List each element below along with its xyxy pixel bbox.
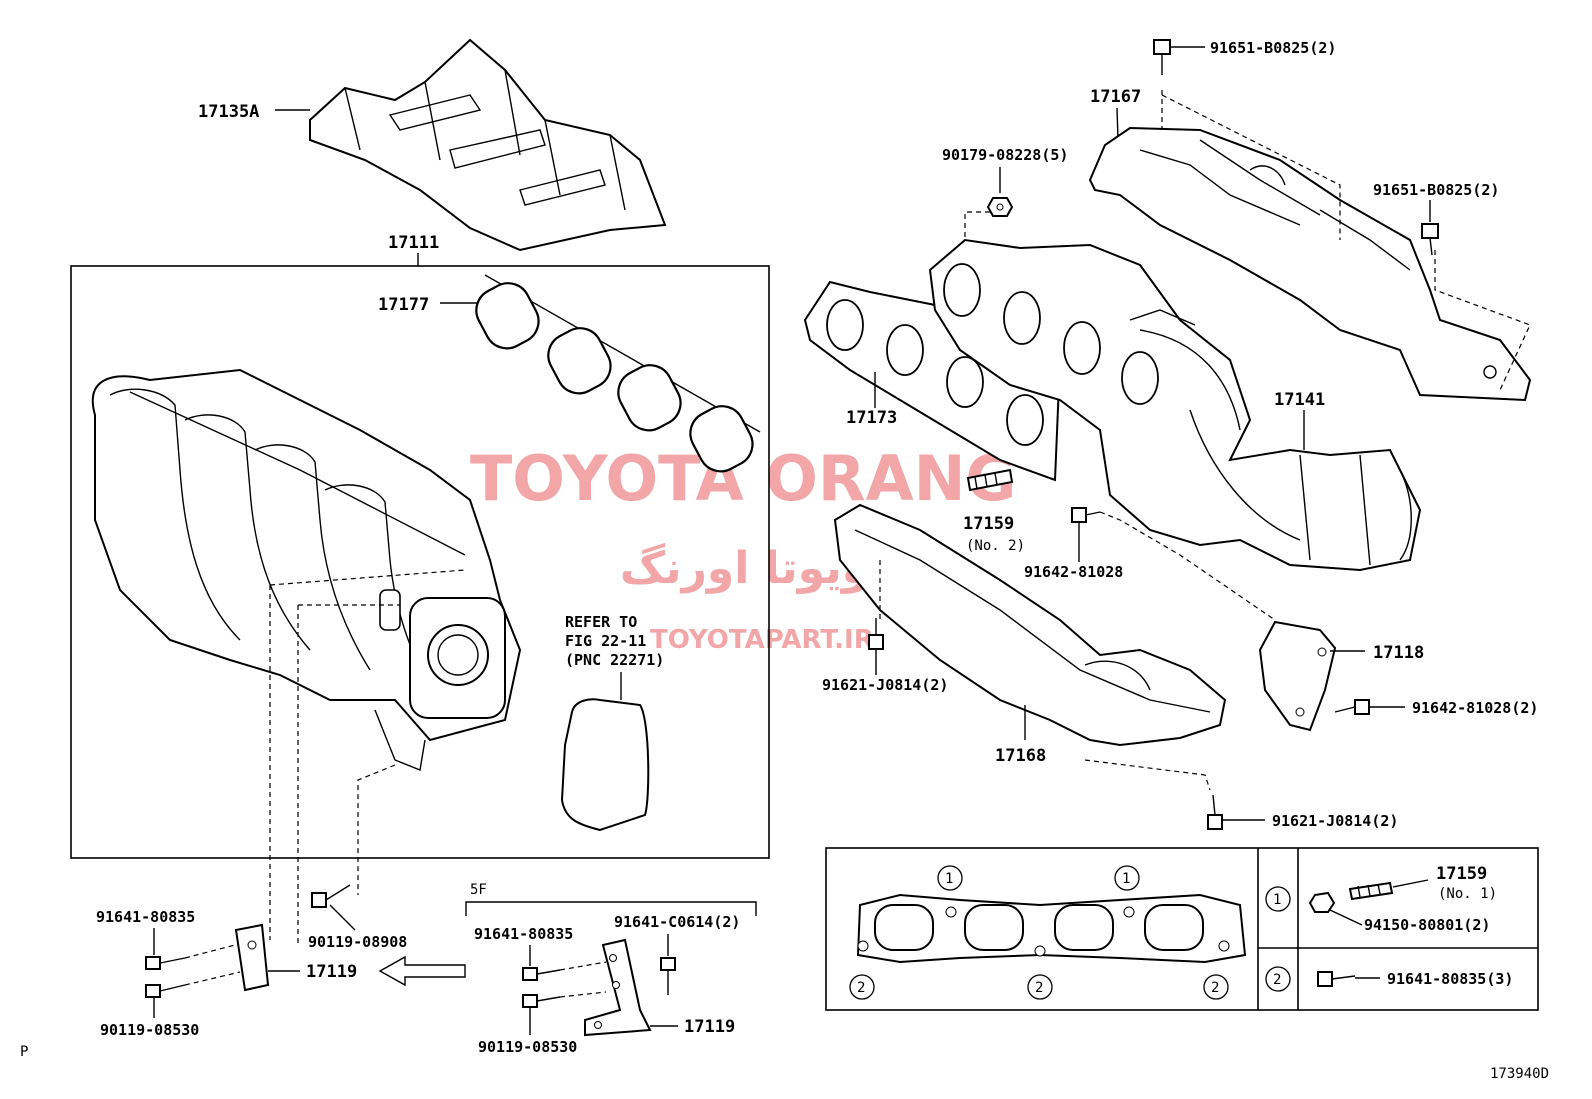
bracket-17119-left[interactable] bbox=[234, 923, 270, 992]
bolt-91641-80835-center[interactable] bbox=[522, 967, 561, 981]
leader-94150 bbox=[1329, 909, 1363, 926]
bracket-17119-center[interactable] bbox=[584, 938, 652, 1037]
label-17119-center[interactable]: 17119 bbox=[684, 1017, 735, 1037]
dash-bracket-center bbox=[559, 961, 607, 998]
engine-cover-17135a[interactable] bbox=[309, 38, 667, 252]
exhaust-manifold-17141[interactable] bbox=[928, 238, 1422, 572]
refer-line-2[interactable]: FIG 22-11 bbox=[565, 632, 646, 650]
leader-17159-no1 bbox=[1392, 879, 1429, 888]
intake-manifold-body[interactable] bbox=[91, 368, 522, 771]
label-91651-b0825-right[interactable]: 91651-B0825(2) bbox=[1373, 181, 1499, 199]
legend-marker-2c: 2 bbox=[1203, 974, 1229, 1000]
label-17135a[interactable]: 17135A bbox=[198, 102, 259, 122]
label-17159-no2-note[interactable]: (No. 2) bbox=[966, 538, 1025, 554]
legend-label-17159[interactable]: 17159 bbox=[1436, 864, 1487, 884]
bolt-91641-80835-left[interactable] bbox=[145, 956, 186, 970]
bolt-91641-c0614[interactable] bbox=[660, 957, 676, 995]
legend-gasket-outline bbox=[856, 893, 1247, 964]
legend-marker-2b: 2 bbox=[1027, 974, 1053, 1000]
legend-row1-marker: 1 bbox=[1265, 886, 1291, 912]
exhaust-insulator-17168[interactable] bbox=[833, 503, 1227, 747]
bolt-90119-08530-left[interactable] bbox=[145, 984, 186, 998]
legend-bolt-91641[interactable] bbox=[1317, 971, 1356, 987]
svg-text:2: 2 bbox=[1035, 980, 1043, 996]
bolt-91642-81028-a[interactable] bbox=[1071, 507, 1101, 523]
label-90119-08530-center[interactable]: 90119-08530 bbox=[478, 1038, 577, 1056]
exhaust-heat-insulator-17167[interactable] bbox=[1088, 126, 1532, 402]
bolt-91642-81028-b[interactable] bbox=[1334, 699, 1370, 715]
stud-17159-no2[interactable] bbox=[966, 468, 1014, 492]
label-91651-b0825-top[interactable]: 91651-B0825(2) bbox=[1210, 39, 1336, 57]
refer-line-3[interactable]: (PNC 22271) bbox=[565, 651, 664, 669]
label-91621-j0814-b[interactable]: 91621-J0814(2) bbox=[1272, 812, 1398, 830]
label-17177[interactable]: 17177 bbox=[378, 295, 429, 315]
dash-bracket-left bbox=[184, 944, 241, 986]
watermark-site: TOYOTAPART.IR bbox=[650, 625, 874, 655]
bolt-90119-08530-center[interactable] bbox=[522, 994, 561, 1008]
dash-17118 bbox=[1099, 511, 1276, 621]
legend-row2-marker: 2 bbox=[1265, 966, 1291, 992]
bolt-91651-b0825-top[interactable] bbox=[1153, 39, 1171, 75]
bolt-90119-08908[interactable] bbox=[311, 884, 351, 908]
legend-label-91641-80835[interactable]: 91641-80835(3) bbox=[1387, 970, 1513, 988]
bolt-91621-j0814-b[interactable] bbox=[1207, 794, 1223, 830]
leader-90119-08908 bbox=[329, 904, 356, 931]
legend-label-17159-note[interactable]: (No. 1) bbox=[1438, 886, 1497, 902]
label-91642-81028-b[interactable]: 91642-81028(2) bbox=[1412, 699, 1538, 717]
refer-line-1[interactable]: REFER TO bbox=[565, 613, 637, 631]
leader-17167 bbox=[1116, 107, 1119, 141]
figure-code: 173940D bbox=[1490, 1066, 1549, 1082]
label-5f[interactable]: 5F bbox=[470, 882, 487, 898]
label-91642-81028-a[interactable]: 91642-81028 bbox=[1024, 563, 1123, 581]
dash-insulator bbox=[1161, 90, 1531, 391]
label-90119-08530-left[interactable]: 90119-08530 bbox=[100, 1021, 199, 1039]
label-91621-j0814-a[interactable]: 91621-J0814(2) bbox=[822, 676, 948, 694]
intake-manifold-group-box bbox=[70, 265, 770, 859]
svg-text:2: 2 bbox=[1211, 980, 1219, 996]
label-17168[interactable]: 17168 bbox=[995, 746, 1046, 766]
label-17141[interactable]: 17141 bbox=[1274, 390, 1325, 410]
label-17173[interactable]: 17173 bbox=[846, 408, 897, 428]
bracket-5f-line bbox=[465, 901, 757, 916]
label-17167[interactable]: 17167 bbox=[1090, 87, 1141, 107]
bracket-17118[interactable] bbox=[1258, 620, 1337, 732]
label-91641-80835-left[interactable]: 91641-80835 bbox=[96, 908, 195, 926]
dash-17168 bbox=[879, 560, 1211, 791]
label-17111[interactable]: 17111 bbox=[388, 233, 439, 253]
bolt-91651-b0825-right[interactable] bbox=[1421, 223, 1439, 256]
intake-gasket-17177[interactable] bbox=[469, 274, 761, 479]
label-90179-08228[interactable]: 90179-08228(5) bbox=[942, 146, 1068, 164]
label-17159-no2[interactable]: 17159 bbox=[963, 514, 1014, 534]
dash-nut bbox=[964, 211, 990, 240]
arrow-left-icon bbox=[378, 955, 466, 987]
legend-label-94150-80801[interactable]: 94150-80801(2) bbox=[1364, 916, 1490, 934]
label-17119-left[interactable]: 17119 bbox=[306, 962, 357, 982]
svg-text:2: 2 bbox=[1273, 972, 1281, 988]
svg-text:1: 1 bbox=[945, 871, 953, 887]
svg-text:1: 1 bbox=[1122, 871, 1130, 887]
svg-text:1: 1 bbox=[1273, 892, 1281, 908]
corner-mark-p: P bbox=[20, 1044, 28, 1060]
label-17118[interactable]: 17118 bbox=[1373, 643, 1424, 663]
nut-90179-08228[interactable] bbox=[986, 197, 1014, 217]
legend-marker-2a: 2 bbox=[849, 974, 875, 1000]
label-91641-c0614[interactable]: 91641-C0614(2) bbox=[614, 913, 740, 931]
legend-box bbox=[825, 847, 1539, 1011]
legend-stud-17159-no1[interactable] bbox=[1348, 881, 1394, 901]
legend-nut-94150[interactable] bbox=[1308, 891, 1336, 913]
label-91641-80835-center[interactable]: 91641-80835 bbox=[474, 925, 573, 943]
legend-marker-1b: 1 bbox=[1114, 865, 1140, 891]
svg-text:2: 2 bbox=[857, 980, 865, 996]
throttle-gasket-22271[interactable] bbox=[560, 698, 650, 832]
legend-marker-1a: 1 bbox=[937, 865, 963, 891]
label-90119-08908[interactable]: 90119-08908 bbox=[308, 933, 407, 951]
